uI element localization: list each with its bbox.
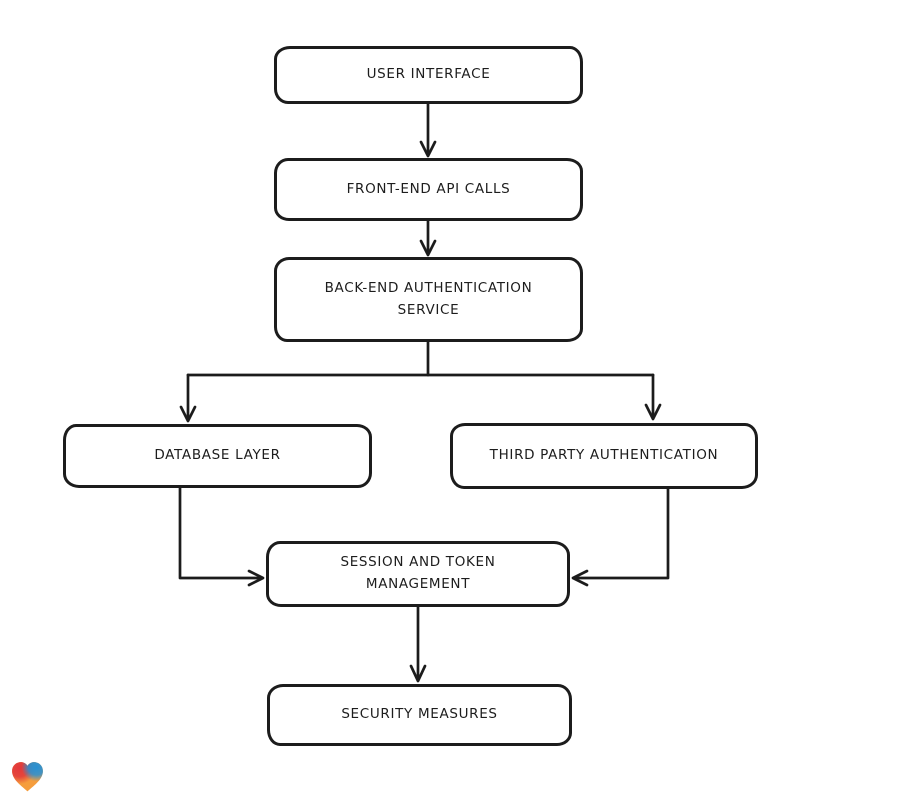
- arrowhead-icon: [571, 569, 589, 587]
- node-back-end-authentication-service: BACK-END AUTHENTICATION SERVICE: [274, 257, 583, 342]
- node-security-measures: SECURITY MEASURES: [267, 684, 572, 746]
- node-front-end-api-calls: FRONT-END API CALLS: [274, 158, 583, 221]
- arrowhead-icon: [179, 405, 197, 423]
- node-database-layer-label: DATABASE LAYER: [154, 447, 281, 464]
- node-security-measures-label: SECURITY MEASURES: [341, 706, 498, 723]
- arrowhead-icon: [409, 664, 427, 683]
- node-session-and-token-management: SESSION AND TOKEN MANAGEMENT: [266, 541, 570, 607]
- arrowhead-icon: [247, 569, 265, 587]
- edge-tp-to-st: [571, 487, 670, 587]
- edge-be-to-tp: [644, 373, 662, 421]
- edge-db-to-st: [178, 486, 265, 587]
- edge-fe-to-be: [419, 219, 437, 257]
- edge-st-to-sm: [409, 605, 427, 683]
- heart-logo-icon[interactable]: [9, 759, 46, 795]
- node-third-party-authentication-label: THIRD PARTY AUTHENTICATION: [489, 447, 719, 464]
- node-third-party-authentication: THIRD PARTY AUTHENTICATION: [450, 423, 758, 489]
- arrowhead-icon: [419, 239, 437, 257]
- edge-be-to-db: [179, 373, 197, 423]
- arrowhead-icon: [419, 140, 437, 158]
- edge-ui-to-fe: [419, 102, 437, 158]
- node-user-interface: USER INTERFACE: [274, 46, 583, 104]
- node-back-end-authentication-service-label: BACK-END AUTHENTICATION SERVICE: [324, 279, 533, 318]
- edge-be-split: [186, 340, 655, 377]
- node-database-layer: DATABASE LAYER: [63, 424, 372, 488]
- node-session-and-token-management-label: SESSION AND TOKEN MANAGEMENT: [340, 554, 496, 592]
- arrowhead-icon: [644, 403, 662, 421]
- node-front-end-api-calls-label: FRONT-END API CALLS: [346, 180, 511, 197]
- node-user-interface-label: USER INTERFACE: [366, 66, 491, 83]
